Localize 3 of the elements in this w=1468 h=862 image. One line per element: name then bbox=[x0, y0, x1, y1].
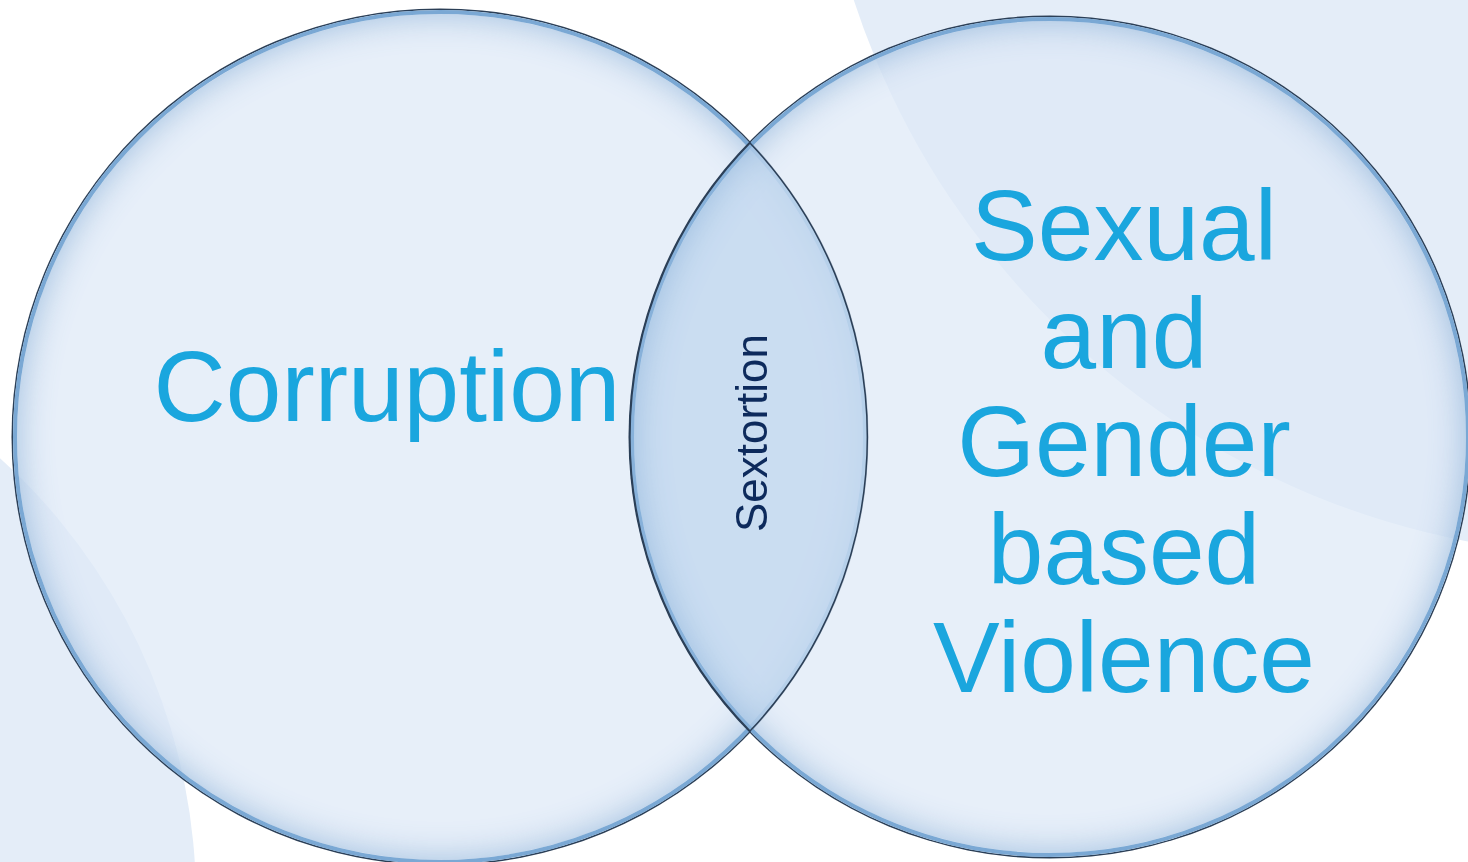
overlap-label: Sextortion bbox=[727, 333, 777, 533]
circle-label: Corruption bbox=[152, 332, 622, 440]
circle-label: Sexual and Gender based Violence bbox=[932, 171, 1316, 711]
